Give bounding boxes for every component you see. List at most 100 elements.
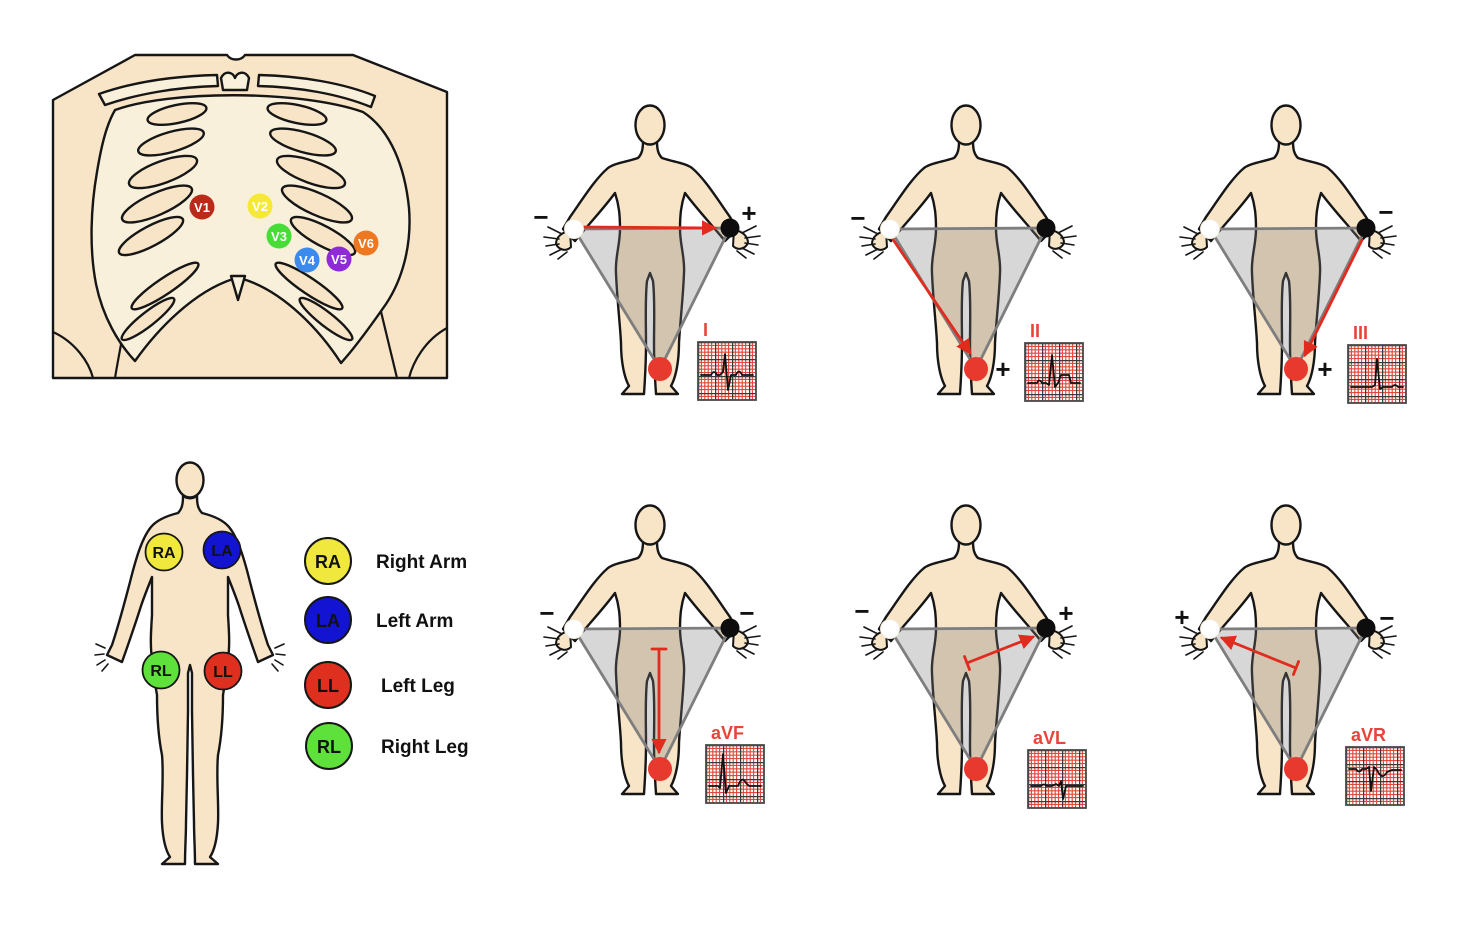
legend-ll-circle: [304, 661, 352, 709]
left-sign: −: [539, 598, 554, 628]
right-sign: −: [1378, 197, 1393, 227]
foot-terminal: [648, 357, 672, 381]
legend-rl-abbr: RL: [317, 737, 341, 757]
foot-sign: +: [995, 354, 1010, 384]
legend-la-circle: [304, 596, 352, 644]
electrode-v2-label: V2: [252, 199, 268, 214]
hem-creases: [51, 326, 449, 380]
electrode-v6: [353, 230, 379, 256]
xiphoid-process: [229, 274, 247, 302]
foot-sign: +: [1317, 354, 1332, 384]
electrode-v5-label: V5: [331, 252, 347, 267]
ecg-grid: [1345, 746, 1405, 806]
lead-label: II: [1030, 321, 1040, 341]
limb-lead-panel: RA LA RL LL RA Right Arm LA Left Arm LL: [94, 461, 469, 866]
electrode-rl-label: RL: [150, 663, 172, 680]
foot-terminal: [1284, 757, 1308, 781]
left-clavicle: [97, 73, 220, 107]
lead-figure-III: − + III: [1178, 104, 1407, 404]
left-sign: +: [1174, 602, 1189, 632]
electrode-la: [202, 530, 242, 570]
legend-ll-text: Left Leg: [381, 676, 455, 697]
electrode-v6-label: V6: [358, 236, 374, 251]
legend-ra-abbr: RA: [315, 552, 341, 572]
ecg-grid: [1347, 344, 1407, 404]
legend-item-ra: RA Right Arm: [304, 537, 467, 585]
right-arm-terminal: [564, 619, 584, 639]
lead-vector-arrow: [1219, 635, 1298, 670]
left-hand-fingers: [94, 643, 109, 672]
ecg-thumbnail: I: [697, 320, 757, 401]
lead-vector-arrow: [582, 220, 718, 236]
lead-figure-I: − + I: [533, 104, 762, 401]
foot-terminal: [964, 757, 988, 781]
ecg-thumbnail: aVR: [1345, 725, 1405, 806]
electrode-ra-label: RA: [152, 545, 176, 562]
lead-label: aVF: [711, 723, 744, 743]
ecg-grid: [705, 744, 765, 804]
einthoven-triangle: [1208, 626, 1368, 771]
electrode-ll: [203, 651, 243, 691]
ecg-trace: [1348, 766, 1402, 792]
right-sign: +: [1058, 598, 1073, 628]
right-arm-terminal: [1200, 619, 1220, 639]
electrode-v3-label: V3: [271, 229, 287, 244]
left-sign: −: [854, 596, 869, 626]
ecg-trace: [700, 353, 754, 391]
legend-la-text: Left Arm: [376, 611, 453, 632]
left-arm-terminal: [1036, 218, 1056, 238]
lead-label: III: [1353, 323, 1368, 343]
sternal-notch: [219, 71, 251, 92]
lead-figure-aVR: + − aVR: [1174, 504, 1405, 806]
right-arm-terminal: [880, 619, 900, 639]
legend-ra-circle: [304, 537, 352, 585]
limb-electrodes: RA LA RL LL: [141, 530, 243, 691]
left-arm-terminal: [1356, 618, 1376, 638]
right-sign: +: [741, 198, 756, 228]
lead-vector-arrow: [1303, 238, 1364, 358]
ecg-trace: [1027, 354, 1081, 388]
ecg-grid: [1027, 749, 1087, 809]
einthoven-triangle: [1208, 226, 1368, 371]
left-arm-terminal: [1356, 218, 1376, 238]
precordial-electrodes: V1 V2 V3 V4 V5 V6: [189, 193, 379, 273]
right-arm-terminal: [564, 219, 584, 239]
foot-terminal: [964, 357, 988, 381]
legend-ra-text: Right Arm: [376, 552, 467, 573]
lead-label: aVL: [1033, 728, 1066, 748]
left-arm-terminal: [720, 218, 740, 238]
electrode-v4-label: V4: [299, 253, 316, 268]
electrode-ll-label: LL: [213, 664, 233, 681]
electrode-la-label: LA: [211, 543, 233, 560]
legend-item-la: LA Left Arm: [304, 596, 453, 644]
lead-vector-arrow: [890, 236, 972, 355]
lead-label: I: [703, 320, 708, 340]
left-sign: −: [850, 203, 865, 233]
electrode-v4: [294, 247, 320, 273]
electrode-ra: [144, 532, 184, 572]
electrode-v1-label: V1: [194, 200, 210, 215]
lead-label: aVR: [1351, 725, 1386, 745]
lead-vector-arrow: [965, 634, 1036, 665]
limb-body: [105, 494, 275, 866]
einthoven-triangle: [888, 626, 1048, 771]
electrode-v1: [189, 194, 215, 220]
ecg-trace: [1350, 358, 1404, 390]
right-sign: −: [739, 598, 754, 628]
electrode-v2: [247, 193, 273, 219]
ecg-thumbnail: aVL: [1027, 728, 1087, 809]
ecg-thumbnail: II: [1024, 321, 1084, 402]
right-clavicle: [256, 73, 377, 109]
legend-item-rl: RL Right Leg: [305, 722, 469, 770]
intercostal-spaces: [117, 102, 357, 342]
precordial-lead-panel: V1 V2 V3 V4 V5 V6: [51, 53, 449, 380]
ecg-thumbnail: III: [1347, 323, 1407, 404]
left-arm-terminal: [720, 618, 740, 638]
right-sign: −: [1379, 603, 1394, 633]
right-arm-terminal: [1200, 219, 1220, 239]
ecg-trace: [1030, 780, 1084, 800]
right-hand-fingers: [271, 643, 286, 672]
electrode-rl: [141, 650, 181, 690]
legend-rl-text: Right Leg: [381, 737, 469, 758]
